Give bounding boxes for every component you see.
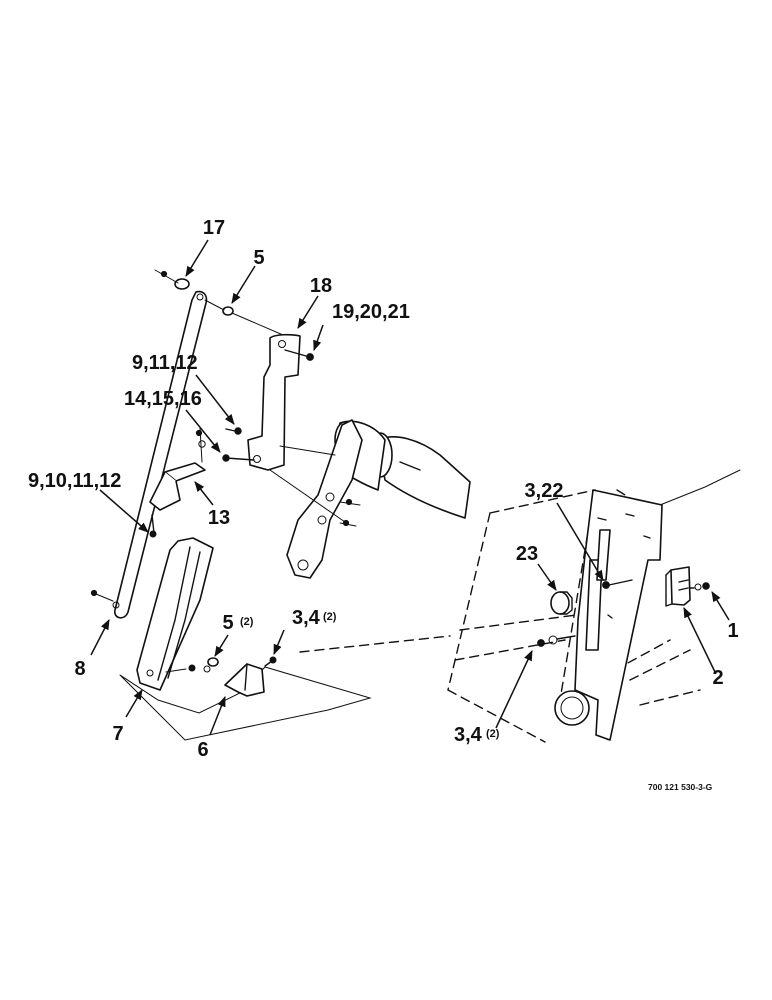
washer-5-lower — [165, 657, 219, 673]
adjuster-link — [286, 419, 363, 579]
plug-23 — [550, 591, 573, 615]
bolt-9-11-12-upper — [225, 427, 242, 435]
bolt-3-4-left — [264, 656, 277, 667]
callout-3-4-left: 3,4 — [292, 607, 321, 629]
bolt-3-22 — [602, 579, 633, 589]
bracket-2 — [665, 566, 691, 607]
callout-7: 7 — [112, 723, 123, 745]
callout-5-upper: 5 — [253, 247, 264, 269]
callout-leaders — [90, 239, 730, 736]
callout-8: 8 — [74, 658, 85, 680]
callout-6: 6 — [197, 739, 208, 761]
callout-1: 1 — [727, 620, 738, 642]
clip-13 — [149, 462, 206, 511]
callout-9-11-12: 9,11,12 — [132, 352, 198, 374]
bracket-18 — [247, 333, 346, 523]
callout-5-lower-qty: (2) — [240, 616, 254, 628]
base-plate-shadow — [119, 635, 451, 741]
callout-3-4-left-qty: (2) — [323, 611, 337, 623]
callout-14-15-16: 14,15,16 — [124, 388, 202, 410]
washer-5-upper — [204, 299, 291, 339]
frame-hole-port — [554, 690, 590, 726]
bolt-9-10-11-12 — [149, 514, 157, 538]
callout-3-22: 3,22 — [525, 480, 564, 502]
callout-19-20-21: 19,20,21 — [332, 301, 410, 323]
callout-9-10-11-12: 9,10,11,12 — [28, 470, 121, 492]
callout-18: 18 — [310, 275, 332, 297]
callout-3-4-right: 3,4 — [454, 724, 483, 746]
long-rod-8 — [112, 290, 208, 619]
bolt-3-4-right — [537, 635, 576, 647]
frame-upper-edge-right — [659, 469, 741, 506]
clip-6 — [224, 663, 265, 697]
bolt-19-20-21 — [284, 349, 314, 361]
mounting-bracket-plate — [574, 489, 663, 741]
bolt-set-link — [339, 498, 361, 527]
callout-13: 13 — [208, 507, 230, 529]
callout-17: 17 — [203, 217, 225, 239]
callout-3-4-right-qty: (2) — [486, 728, 500, 740]
bolt-14-15-16 — [195, 427, 255, 463]
callout-5-lower: 5 — [222, 612, 233, 634]
callout-23: 23 — [516, 543, 538, 565]
bolt-1 — [689, 582, 710, 591]
guide-channel-7 — [136, 537, 214, 691]
callout-2: 2 — [712, 667, 723, 689]
drawing-reference-number: 700 121 530-3-G — [648, 782, 713, 792]
washer-17 — [154, 269, 190, 290]
bolt-end-rod — [90, 589, 114, 602]
